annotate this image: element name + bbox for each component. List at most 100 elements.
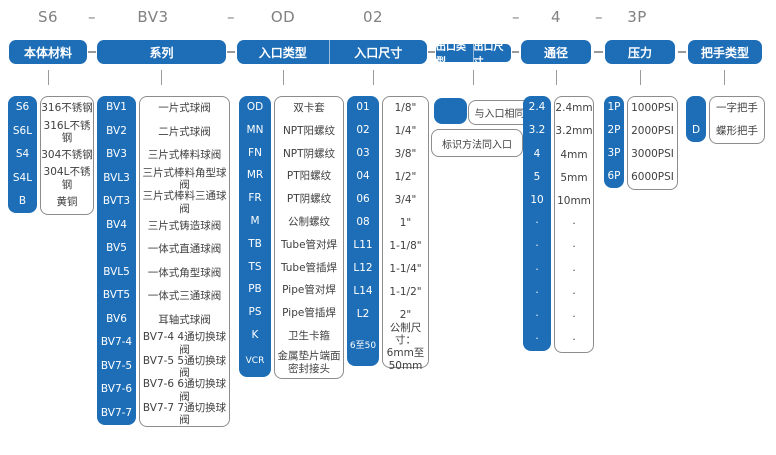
inlet-size-desc-cell: 3/4" [394, 194, 417, 207]
series-code-cell: BV4 [106, 218, 127, 231]
inlet-size-code-cell: L11 [353, 239, 373, 252]
series-code-cell: BVL5 [103, 265, 130, 278]
inlet-size-desc-cell: 1" [399, 217, 412, 230]
series-desc-cell: 三片式铸造球阀 [147, 219, 222, 232]
handle-code-cell: D [691, 124, 701, 137]
material-code-cell: B [18, 194, 27, 207]
inlet-type-desc-cell: PT阳螺纹 [286, 170, 332, 183]
inlet-type-desc-cell: Tube管对焊 [280, 238, 338, 251]
bore-code-cell: 10 [530, 194, 544, 207]
inlet-type-code-cell: OD [246, 101, 264, 114]
handle-code-strip: D [686, 96, 706, 142]
material-code-cell: S6 [15, 101, 30, 114]
outlet-note-same-as-inlet: 与入口相同 [468, 100, 531, 125]
inlet-type-code-cell: PS [248, 306, 262, 319]
series-code-cell: BV7-6 [100, 383, 133, 396]
model-code-segment: OD [270, 8, 296, 26]
inlet-size-code-cell: 01 [356, 101, 370, 114]
inlet-size-code-cell: 03 [356, 147, 370, 160]
pressure-desc-cell: 6000PSI [631, 171, 674, 184]
material-desc-cell: 316L不锈钢 [43, 119, 91, 145]
pressure-code-cell: 2P [607, 124, 621, 137]
material-desc-cell: 304L不锈钢 [43, 166, 91, 191]
bore-code-cell: · [535, 309, 539, 322]
series-desc-cell: BV7-7 7通切换球阀 [142, 401, 227, 427]
series-desc-cell: 三片式棒料三通球阀 [142, 190, 227, 215]
inlet-type-desc-cell: Pipe管对焊 [282, 284, 336, 297]
bore-code-cell: 2.4 [528, 101, 546, 114]
header-connector-dash [428, 51, 435, 53]
bore-code-cell: · [535, 263, 539, 276]
column-tick [373, 70, 374, 85]
bore-code-cell: · [535, 217, 539, 230]
series-desc-cell: BV7-5 5通切换球阀 [142, 354, 227, 380]
model-code-segment: S6 [37, 8, 59, 26]
series-desc-cell: 一体式直通球阀 [147, 243, 222, 256]
header-connector-dash [678, 51, 686, 53]
header-outlet-size: 出口尺寸 [472, 42, 512, 68]
model-code-dash: – [227, 8, 235, 26]
header-handle-type: 把手类型 [688, 40, 762, 64]
bore-desc-cell: 3.2mm [555, 125, 593, 138]
material-desc-cell: 黄铜 [56, 195, 78, 208]
inlet-size-desc-cell: 1/4" [394, 125, 417, 138]
series-code-cell: BV2 [106, 124, 127, 137]
header-bore: 通径 [521, 40, 591, 64]
header-connector-dash [512, 51, 519, 53]
pressure-code-cell: 6P [607, 170, 621, 183]
header-connector-dash [594, 51, 603, 53]
bore-desc-cell: · [572, 264, 576, 277]
inlet-size-desc-box: 1/8"1/4"3/8"1/2"3/4"1"1-1/8"1-1/4"1-1/2"… [382, 96, 429, 372]
series-code-cell: BV1 [106, 101, 127, 114]
series-code-cell: BV6 [106, 312, 127, 325]
column-tick [283, 70, 284, 85]
inlet-size-desc-cell: 公制尺寸： 6mm至50mm [386, 321, 425, 372]
bore-desc-cell: 2.4mm [555, 102, 593, 115]
inlet-size-code-cell: 6至50 [349, 340, 377, 351]
series-desc-cell: BV7-4 4通切换球阀 [142, 331, 227, 356]
inlet-type-desc-cell: Tube管插焊 [280, 261, 338, 274]
bore-desc-cell: · [572, 218, 576, 231]
inlet-size-desc-cell: 1/2" [394, 171, 417, 184]
model-code-dash: – [512, 8, 520, 26]
series-code-cell: BV5 [106, 242, 127, 255]
inlet-type-code-cell: FN [248, 146, 262, 159]
handle-desc-cell: 蝶形把手 [716, 125, 758, 138]
inlet-type-desc-cell: 公制螺纹 [288, 216, 330, 229]
inlet-type-code-cell: TS [248, 260, 262, 273]
bore-desc-cell: · [572, 334, 576, 347]
bore-code-cell: 3.2 [528, 124, 546, 137]
series-code-cell: BV7-5 [100, 359, 133, 372]
inlet-size-code-cell: 04 [356, 170, 370, 183]
inlet-type-code-cell: PB [248, 283, 262, 296]
inlet-type-code-cell: MR [246, 169, 264, 182]
series-code-cell: BV3 [106, 148, 127, 161]
bore-desc-cell: 5mm [560, 171, 588, 184]
inlet-type-desc-cell: Pipe管插焊 [282, 307, 336, 320]
material-code-cell: S6L [12, 124, 33, 137]
handle-desc-box: 一字把手蝶形把手 [709, 96, 765, 144]
inlet-size-desc-cell: 2" [399, 309, 412, 322]
material-code-cell: S4L [12, 171, 33, 184]
inlet-size-desc-cell: 1-1/8" [389, 240, 422, 253]
column-tick [48, 70, 49, 85]
series-desc-cell: 一体式角型球阀 [147, 266, 222, 279]
pressure-desc-cell: 2000PSI [631, 125, 674, 138]
series-desc-cell: 一体式三通球阀 [147, 290, 222, 303]
handle-desc-cell: 一字把手 [716, 102, 758, 115]
model-code-dash: – [595, 8, 603, 26]
header-material: 本体材料 [9, 40, 87, 64]
inlet-type-desc-cell: PT阴螺纹 [286, 193, 332, 206]
series-code-cell: BVL3 [103, 171, 130, 184]
column-tick [724, 70, 725, 85]
header-connector-dash [88, 51, 96, 53]
bore-desc-cell: 4mm [560, 148, 588, 161]
model-code-segment: 02 [362, 8, 384, 26]
bore-code-cell: · [535, 333, 539, 346]
